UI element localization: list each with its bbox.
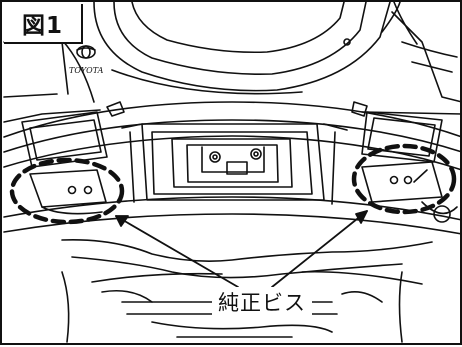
right-screw-marker — [351, 143, 457, 215]
toyota-brand-text: TOYOTA — [69, 66, 104, 75]
figure-label: 図1 — [4, 4, 83, 44]
right-bracket — [361, 161, 458, 223]
left-bracket — [29, 169, 107, 215]
genuine-screw-callout: 純正ビス — [212, 287, 312, 317]
hitch-receiver — [121, 123, 348, 205]
undercarriage — [61, 238, 433, 343]
screw-highlight-markers — [9, 143, 457, 225]
toyota-emblem-icon — [76, 45, 96, 59]
right-arrowhead-icon — [355, 210, 368, 224]
leader-arrows — [115, 210, 368, 288]
left-arrowhead-icon — [115, 215, 129, 227]
left-screw-marker — [9, 157, 125, 225]
